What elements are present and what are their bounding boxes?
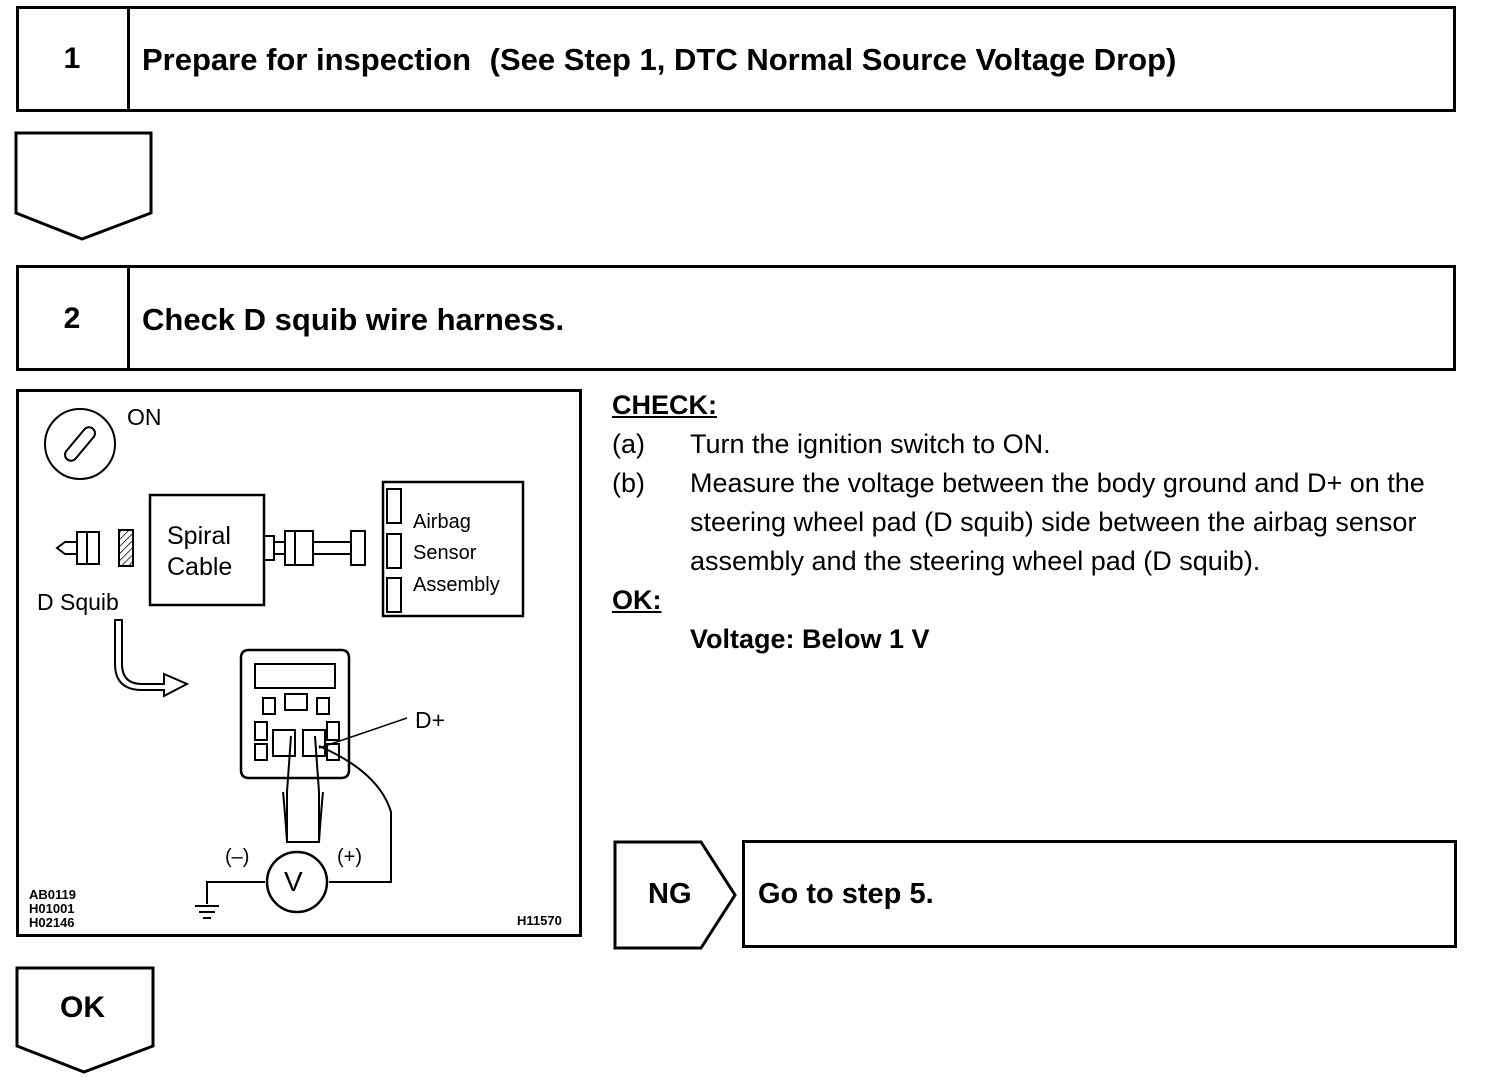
ng-action-text: Go to step 5. xyxy=(758,878,934,910)
check-item-b: (b) Measure the voltage between the body… xyxy=(612,464,1492,581)
airbag-label-1: Airbag xyxy=(413,511,471,533)
harness-connector-icon xyxy=(263,530,366,566)
ng-label: NG xyxy=(648,878,692,910)
voltmeter-icon xyxy=(265,850,329,914)
figure-codes: AB0119 H01001 H02146 xyxy=(29,887,76,930)
ok-arrow-icon xyxy=(15,966,155,1074)
d-plus-label: D+ xyxy=(415,707,446,733)
d-squib-connector-icon xyxy=(55,529,134,567)
ground-icon xyxy=(195,905,219,919)
check-item-a-label: (a) xyxy=(612,429,645,459)
check-instructions: CHECK: (a) Turn the ignition switch to O… xyxy=(612,386,1492,659)
step2-header xyxy=(16,265,1456,371)
step1-reference: (See Step 1, DTC Normal Source Voltage D… xyxy=(489,42,1177,77)
figure-id: H11570 xyxy=(517,913,562,928)
spiral-cable-label-2: Cable xyxy=(167,553,233,581)
step2-title: Check D squib wire harness. xyxy=(142,302,565,337)
ok-label: OK xyxy=(60,991,105,1024)
continue-arrow-icon xyxy=(14,131,153,241)
connector-face-icon xyxy=(239,648,351,780)
ok-specification: Voltage: Below 1 V xyxy=(690,624,930,654)
step2-divider xyxy=(127,265,130,371)
step2-number: 2 xyxy=(63,302,81,335)
check-item-b-text: Measure the voltage between the body gro… xyxy=(690,468,1425,576)
pointer-arrow-icon xyxy=(114,619,190,698)
check-item-a-text: Turn the ignition switch to ON. xyxy=(690,429,1051,459)
plus-terminal-label: (+) xyxy=(337,846,362,868)
check-item-a: (a) Turn the ignition switch to ON. xyxy=(612,425,1492,464)
ng-arrow-icon xyxy=(613,840,737,950)
switch-on-label: ON xyxy=(127,404,162,430)
minus-terminal-label: (–) xyxy=(225,846,250,868)
wiring-diagram: ON Spiral Cable Airbag Sensor Assembly D… xyxy=(16,389,582,937)
voltmeter-label: V xyxy=(284,866,303,897)
ok-heading: OK: xyxy=(612,585,662,615)
step1-divider xyxy=(127,6,130,112)
check-heading: CHECK: xyxy=(612,390,717,420)
airbag-sensor-box xyxy=(381,480,525,618)
diagram-drawing xyxy=(44,408,525,919)
step1-number: 1 xyxy=(63,42,81,75)
airbag-label-3: Assembly xyxy=(413,574,500,596)
step1-title: Prepare for inspection (See Step 1, DTC … xyxy=(142,42,1176,78)
step1-header xyxy=(16,6,1456,112)
spiral-cable-label-1: Spiral xyxy=(167,522,231,550)
ng-action-box xyxy=(742,840,1457,948)
step1-title-text: Prepare for inspection xyxy=(142,42,472,77)
d-squib-label: D Squib xyxy=(37,589,119,615)
check-item-b-label: (b) xyxy=(612,468,645,498)
ignition-switch-icon xyxy=(44,408,116,480)
airbag-label-2: Sensor xyxy=(413,542,477,564)
